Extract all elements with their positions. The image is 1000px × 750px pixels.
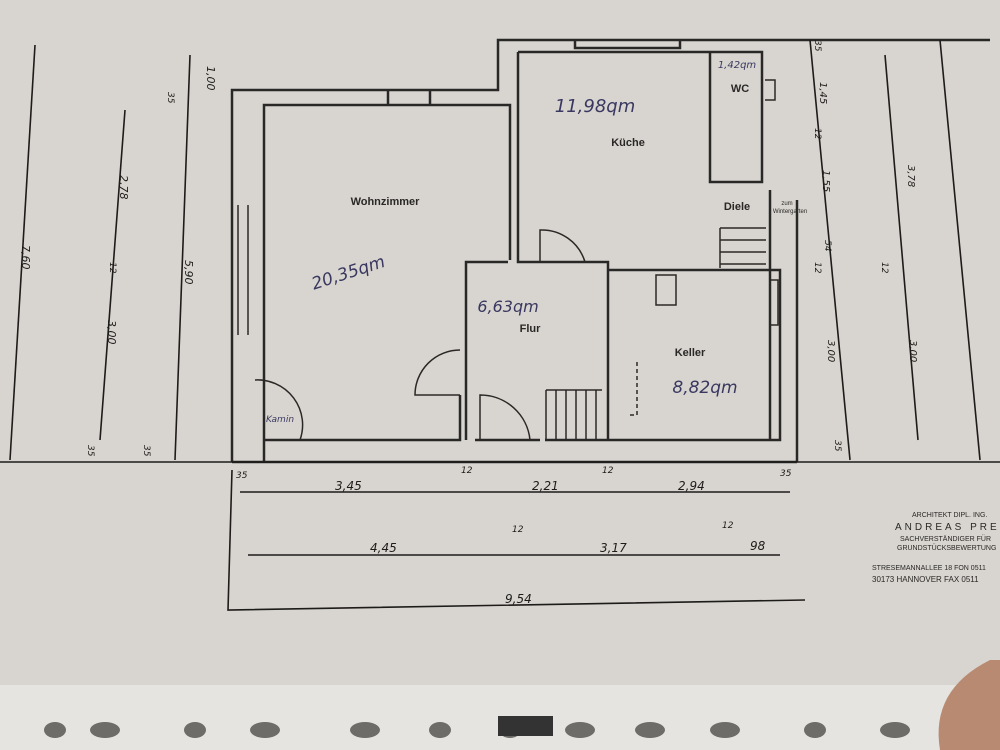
dim-right: 12 bbox=[879, 262, 889, 274]
hand bbox=[938, 660, 1000, 750]
room-area-keller: 8,82qm bbox=[672, 378, 737, 398]
left-dimensions: 7,60 1,00 35 5,90 35 2,78 12 3,00 35 bbox=[19, 66, 217, 457]
binder-logo bbox=[498, 716, 553, 736]
note-wintergarten: Wintergarten bbox=[773, 209, 807, 215]
dimension-lines bbox=[0, 39, 1000, 611]
room-label-kueche: Küche bbox=[611, 137, 645, 149]
room-area-kueche: 11,98qm bbox=[555, 96, 636, 117]
dim-bottom: 3,45 bbox=[335, 479, 362, 493]
dim-left: 3,00 bbox=[105, 320, 118, 345]
dim-right: 35 bbox=[812, 40, 822, 52]
dim-left: 1,00 bbox=[204, 66, 217, 91]
stamp-line: GRUNDSTÜCKSBEWERTUNG bbox=[897, 544, 996, 552]
room-area-wc: 1,42qm bbox=[718, 60, 757, 71]
room-label-keller: Keller bbox=[675, 347, 706, 359]
dim-right: 1,45 bbox=[817, 82, 828, 104]
right-dimensions: 35 1,45 12 1,55 54 12 3,00 35 3,78 12 3,… bbox=[812, 40, 918, 452]
dim-right: 3,00 bbox=[907, 340, 918, 362]
dim-bottom: 12 bbox=[512, 525, 524, 535]
dim-bottom: 12 bbox=[461, 466, 473, 476]
paper-sheet bbox=[0, 0, 1000, 700]
stamp-line: 30173 HANNOVER FAX 0511 bbox=[872, 575, 979, 584]
dim-left: 35 bbox=[165, 92, 175, 104]
dim-right: 12 bbox=[812, 128, 822, 140]
dim-right: 1,55 bbox=[820, 170, 831, 192]
dim-bottom: 12 bbox=[602, 466, 614, 476]
dim-right: 12 bbox=[812, 262, 822, 274]
dim-bottom: 3,17 bbox=[600, 541, 627, 555]
dim-right: 35 bbox=[832, 440, 842, 452]
dim-bottom: 35 bbox=[236, 471, 248, 481]
dim-bottom: 4,45 bbox=[370, 541, 397, 555]
room-area-flur: 6,63qm bbox=[477, 297, 538, 316]
stamp-line: SACHVERSTÄNDIGER FÜR bbox=[900, 535, 991, 543]
room-label-wohnzimmer: Wohnzimmer bbox=[351, 196, 421, 208]
room-label-flur: Flur bbox=[520, 323, 541, 335]
room-label-diele: Diele bbox=[724, 201, 750, 213]
stamp-line: ARCHITEKT DIPL. ING. bbox=[912, 512, 987, 519]
doors-stairs bbox=[237, 79, 779, 441]
dim-total-width: 9,54 bbox=[505, 592, 532, 606]
room-label-wc: WC bbox=[731, 83, 749, 95]
dim-left: 35 bbox=[85, 445, 95, 457]
note-zum: zum bbox=[781, 201, 792, 207]
stamp-line: ANDREAS PREI bbox=[895, 522, 1000, 533]
dim-right: 3,00 bbox=[825, 340, 836, 362]
dim-left: 7,60 bbox=[19, 245, 32, 270]
dim-right: 54 bbox=[822, 240, 832, 252]
kamin-label: Kamin bbox=[266, 415, 294, 425]
dim-bottom: 2,94 bbox=[678, 479, 705, 493]
dim-bottom: 35 bbox=[780, 469, 792, 479]
dim-left: 35 bbox=[141, 445, 151, 457]
dim-bottom: 12 bbox=[722, 521, 734, 531]
dim-bottom: 2,21 bbox=[532, 479, 559, 493]
architect-stamp: ARCHITEKT DIPL. ING. ANDREAS PREI SACHVE… bbox=[872, 512, 1000, 584]
dim-left: 5,90 bbox=[182, 260, 195, 285]
bottom-dimensions: 35 3,45 12 2,21 12 2,94 35 4,45 12 3,17 … bbox=[236, 466, 792, 606]
dim-bottom: 98 bbox=[750, 539, 766, 553]
dim-left: 12 bbox=[107, 262, 117, 274]
dim-right: 3,78 bbox=[905, 165, 916, 187]
stamp-line: STRESEMANNALLEE 18 FON 0511 bbox=[872, 565, 986, 572]
dim-left: 2,78 bbox=[117, 175, 130, 200]
